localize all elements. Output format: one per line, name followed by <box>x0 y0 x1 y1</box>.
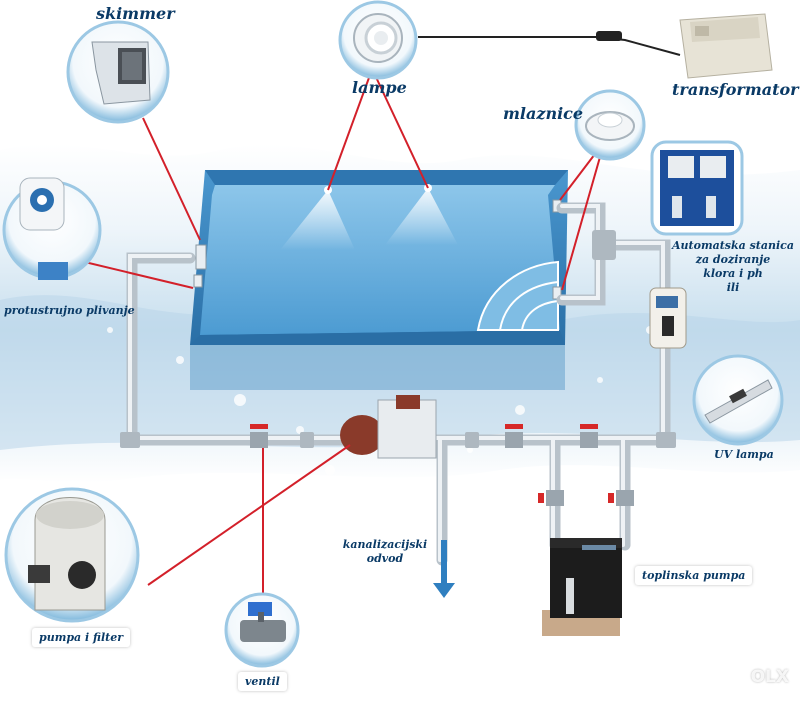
pump-filter-unit <box>340 395 437 459</box>
label-dozirna-line4: ili <box>726 281 740 294</box>
label-kanalizacijski-odvod: kanalizacijski odvod <box>340 538 430 566</box>
label-transformator: transformator <box>672 80 799 99</box>
label-dozirna-stanica: Automatska stanica za doziranje klora i … <box>666 239 800 295</box>
label-dozirna-line2: za doziranje <box>695 253 771 266</box>
leader-lines <box>67 74 603 598</box>
pool-basin <box>190 170 568 390</box>
valves <box>250 424 634 506</box>
label-protustrujno: protustrujno plivanje <box>4 304 135 317</box>
transformer-device <box>679 13 773 79</box>
label-pumpa-filter: pumpa i filter <box>32 628 131 647</box>
watermark-logo: OLX <box>745 661 794 693</box>
pipe-fittings <box>120 230 676 448</box>
bubble-skimmer <box>66 20 170 124</box>
transformer-cable <box>418 31 681 56</box>
label-mlaznice: mlaznice <box>503 104 584 123</box>
bubble-nozzle <box>574 89 646 161</box>
label-uv-lampa: UV lampa <box>714 448 774 461</box>
label-dozirna-line3: klora i ph <box>703 267 763 280</box>
label-kanal-line1: kanalizacijski <box>342 538 428 551</box>
bubble-counter-current <box>2 177 102 280</box>
label-toplinska-pumpa: toplinska pumpa <box>635 566 753 585</box>
bubble-uv-lamp <box>692 354 784 446</box>
label-ventil: ventil <box>238 672 287 691</box>
label-lampe: lampe <box>352 78 407 97</box>
heat-pump-unit <box>542 538 622 636</box>
bubble-lamp <box>338 0 418 80</box>
bubble-pump-filter <box>4 487 140 623</box>
drain-arrow <box>433 540 455 598</box>
dosing-device-small <box>649 287 687 349</box>
label-kanal-line2: odvod <box>366 552 404 565</box>
label-dozirna-line1: Automatska stanica <box>672 239 794 252</box>
bubble-dosing-station <box>650 140 744 236</box>
label-skimmer: skimmer <box>96 4 175 23</box>
bubble-valve <box>224 592 300 668</box>
